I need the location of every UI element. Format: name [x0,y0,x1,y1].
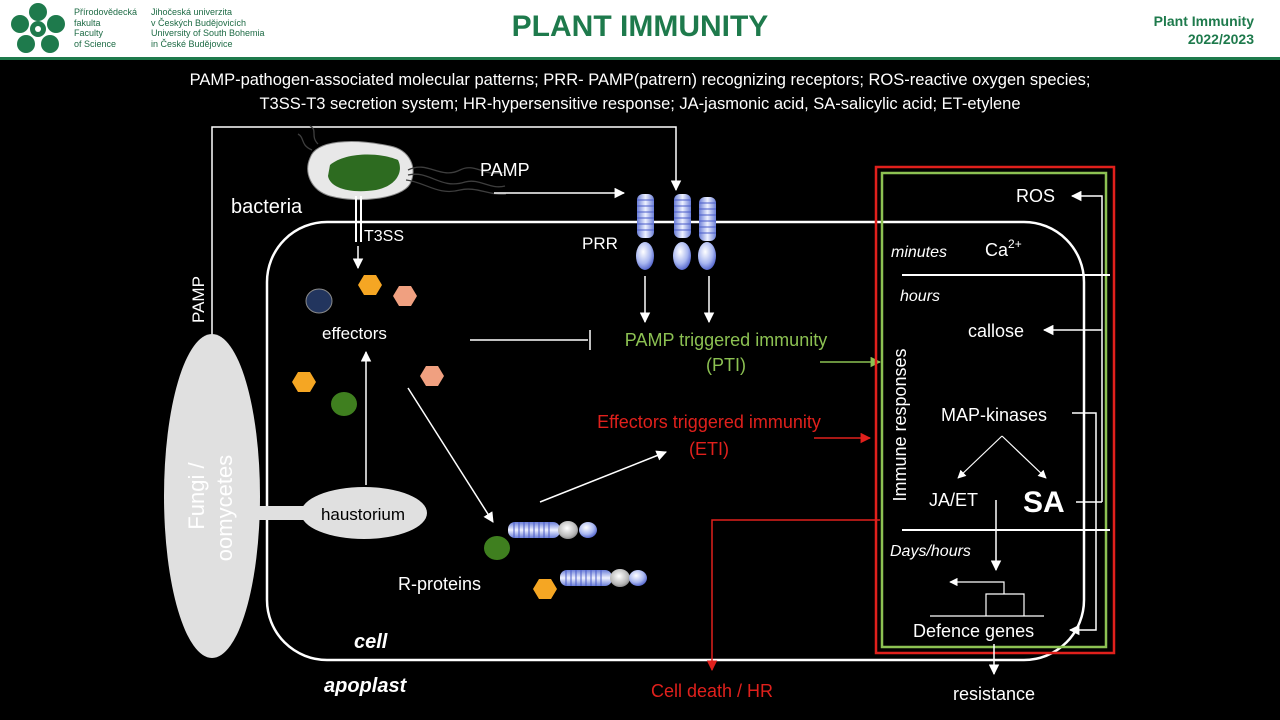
map-kinases-label: MAP-kinases [941,405,1047,425]
logo-line: in České Budějovice [151,38,233,49]
effector-to-r-arrow [407,387,494,523]
effector-hexagon [358,275,382,295]
calcium-charge: 2+ [1008,237,1022,251]
header-rule [0,57,1280,60]
resistance-label: resistance [953,684,1035,704]
immune-responses-label: Immune responses [890,348,910,501]
fungi-label: Fungi / [184,461,209,529]
logo-line: University of South Bohemia [151,28,265,38]
course-year: 2022/2023 [1187,31,1254,47]
course-info: Plant Immunity 2022/2023 [1154,12,1254,48]
cell-death-arrow [706,519,880,672]
oomycetes-label: oomycetes [212,455,237,561]
prr-label: PRR [582,234,618,253]
university-name: Jihočeská univerzita v Českých Budějovic… [151,7,265,49]
faculty-name: Přírodovědecká fakulta Faculty of Scienc… [74,7,137,49]
r-protein [508,521,597,539]
receptor-icon [636,194,654,270]
hypha [252,506,314,520]
immune-box-red [874,165,1116,655]
sa-label: SA [1023,486,1065,519]
course-name: Plant Immunity [1153,13,1254,29]
ja-et-label: JA/ET [929,490,978,510]
map-bus [1068,412,1097,636]
effector-hexagon [292,372,316,392]
pti-abbrev: (PTI) [706,355,746,375]
minutes-label: minutes [891,244,947,261]
pamp-path-line [211,126,682,340]
haustorium [301,487,427,539]
cell-death-label: Cell death / HR [651,681,773,701]
t3ss-label: T3SS [364,228,404,245]
cell-membrane [265,220,1086,662]
logo-line: of Science [74,38,117,49]
abbreviations-line-2: T3SS-T3 secretion system; HR-hypersensit… [259,95,1021,113]
university-logo-icon [11,3,65,53]
days-hours-label: Days/hours [890,543,971,560]
calcium-label: Ca2+ [985,237,1022,260]
pti-label: PAMP triggered immunity [625,330,827,350]
abbreviations-line-1: PAMP-pathogen-associated molecular patte… [189,71,1091,89]
apoplast-label: apoplast [324,675,408,697]
abbreviations: PAMP-pathogen-associated molecular patte… [0,68,1280,116]
map-to-sa-arrow [1001,435,1047,479]
logo-line: fakulta [74,17,101,28]
eti-abbrev: (ETI) [689,439,729,459]
defence-genes-label: Defence genes [913,621,1034,641]
bacteria-label: bacteria [231,196,303,218]
logo-line: Přírodovědecká [74,7,138,17]
map-to-jaet-arrow [957,435,1003,479]
gene-promoter [985,593,1025,616]
calcium-symbol: Ca [985,240,1009,260]
header: Přírodovědecká fakulta Faculty of Scienc… [0,0,1280,58]
effector-circle [305,288,333,314]
hours-label: hours [900,288,940,305]
gene-transcription-arrow [949,577,1005,594]
fungi-body [164,334,260,658]
effector-hexagon [420,366,444,386]
bacterium-icon [297,125,507,201]
pamp-label: PAMP [480,160,530,180]
effector-hexagon [533,579,557,599]
effectors-label: effectors [322,324,387,343]
logo-line: Jihočeská univerzita [151,7,233,17]
ros-label: ROS [1016,186,1055,206]
callose-label: callose [968,321,1024,341]
effector-circle [484,536,510,560]
signal-bus [1070,190,1103,502]
page-title: PLANT IMMUNITY [511,10,769,43]
cell-label: cell [354,631,388,653]
effector-hexagon [393,286,417,306]
logo-line: v Českých Budějovicích [151,17,247,28]
logo-line: Faculty [74,28,104,38]
r-proteins-label: R-proteins [398,574,481,594]
receptor-icon [698,197,716,270]
receptor-icon [673,194,691,270]
pamp-side-label: PAMP [189,276,208,323]
r-to-eti-arrow [539,450,667,503]
effector-circle [331,392,357,416]
r-protein [560,569,647,587]
eti-label: Effectors triggered immunity [597,412,821,432]
haustorium-label: haustorium [321,505,405,524]
